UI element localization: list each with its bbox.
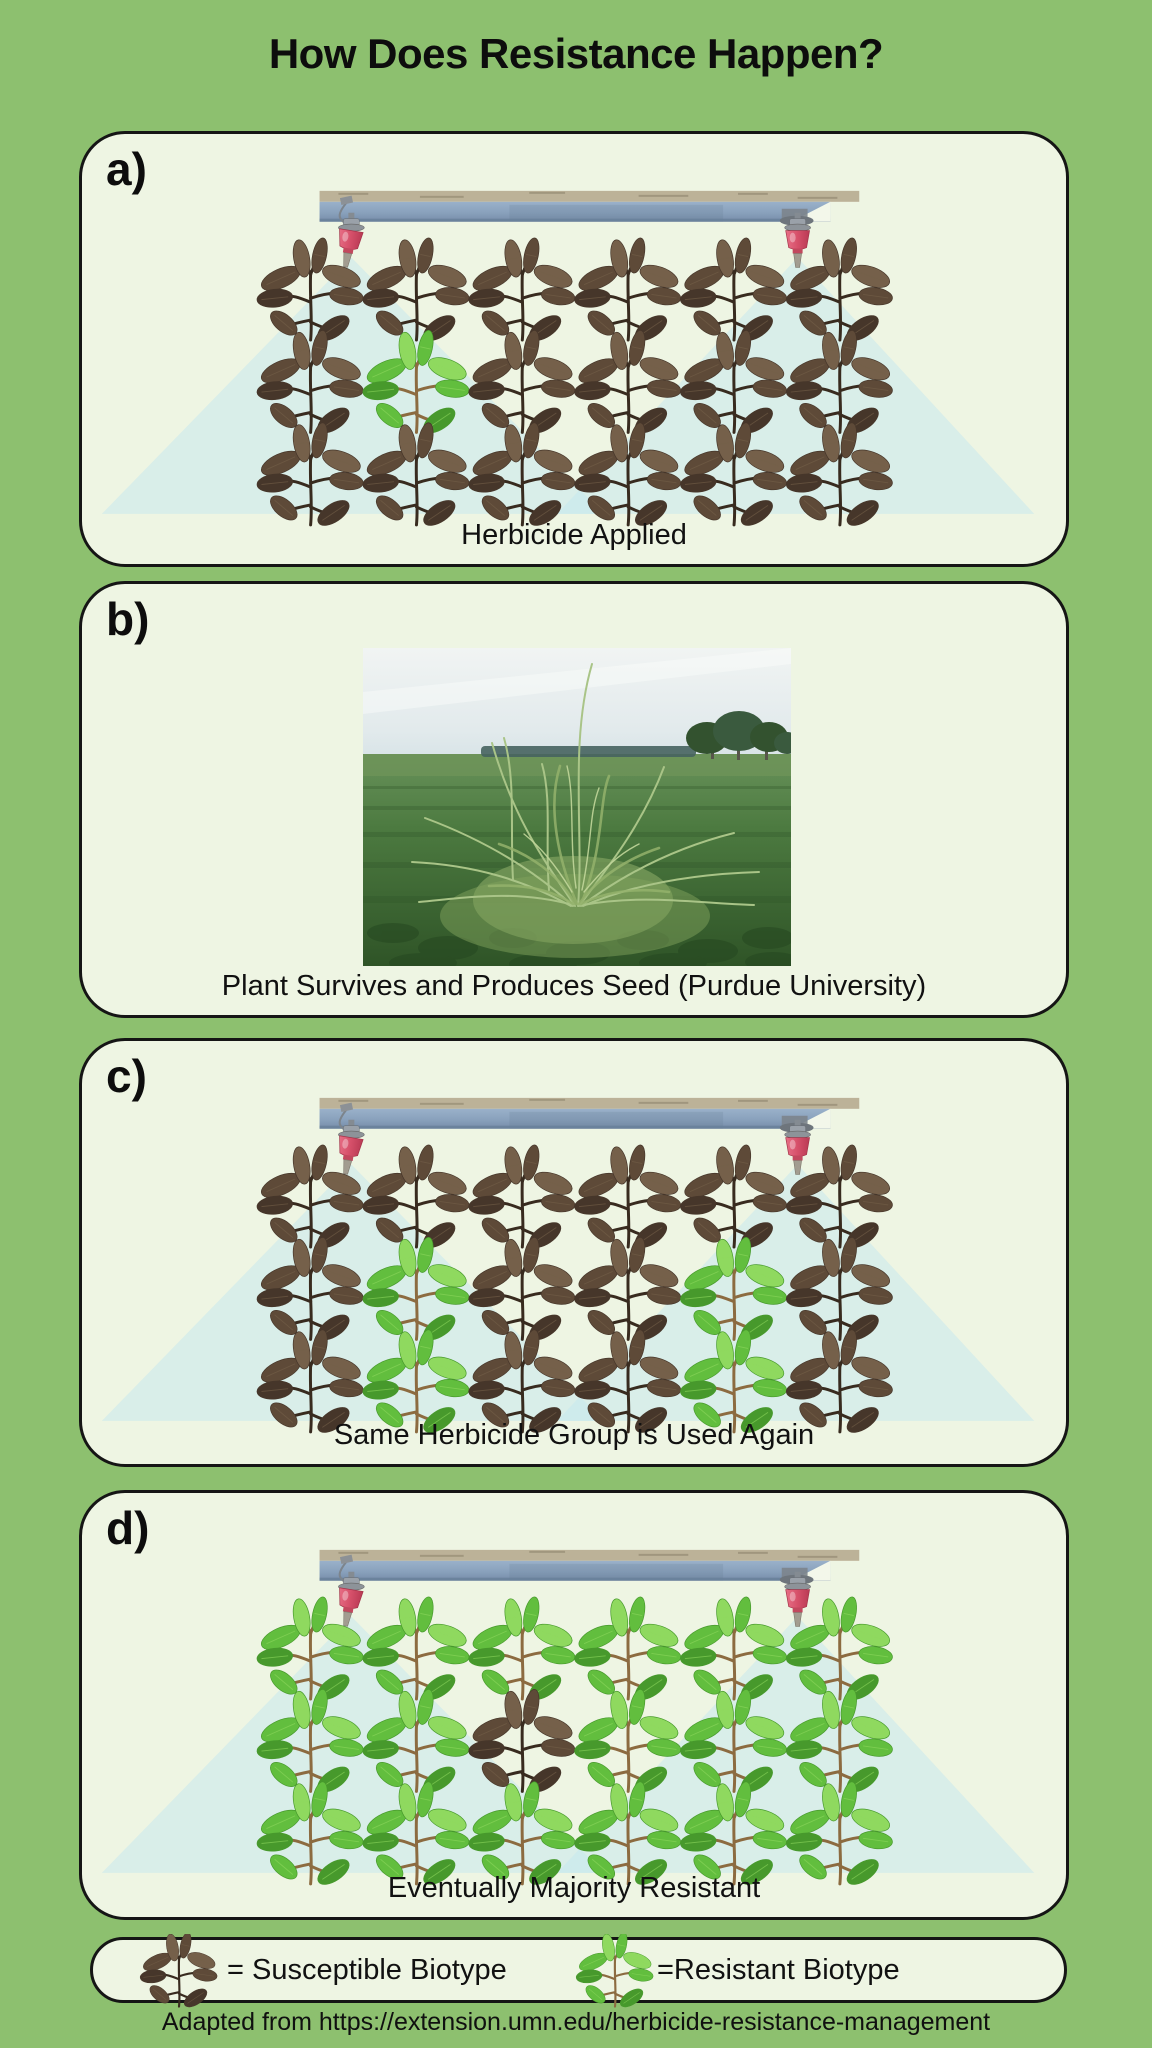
spray-boom [319, 190, 860, 226]
panel-a: a) [79, 131, 1069, 567]
susceptible-plant-icon [680, 330, 787, 434]
spray-boom [319, 1097, 860, 1133]
panel-c-spray-scene [101, 1097, 1035, 1434]
resistant-plant-icon [574, 1781, 682, 1886]
resistant-plant-icon [468, 1596, 576, 1701]
resistant-plant-icon [362, 330, 470, 434]
panel-a-caption: Herbicide Applied [461, 519, 687, 551]
susceptible-plant-icon [785, 422, 893, 527]
resistant-plant-icon [575, 1934, 654, 2008]
susceptible-plant-icon [256, 237, 364, 342]
susceptible-plant-icon [468, 330, 576, 434]
legend-label-susceptible: = Susceptible Biotype [227, 1954, 507, 1986]
resistant-plant-icon [468, 1781, 576, 1886]
susceptible-plant-icon [785, 330, 893, 434]
panel-a-spray-scene [101, 190, 1035, 527]
resistant-plant-icon [680, 1689, 787, 1793]
resistant-plant-icon [362, 1596, 470, 1701]
susceptible-plant-icon [468, 1329, 576, 1434]
susceptible-plant-icon [256, 1329, 364, 1434]
panel-b-caption: Plant Survives and Produces Seed (Purdue… [221, 970, 927, 1002]
susceptible-plant-icon [362, 422, 470, 527]
resistant-plant-icon [362, 1237, 470, 1341]
susceptible-plant-icon [468, 1237, 576, 1341]
resistant-plant-icon [362, 1781, 470, 1886]
susceptible-plant-icon [362, 237, 470, 342]
spray-boom [319, 1549, 860, 1585]
susceptible-plant-icon [680, 237, 787, 342]
susceptible-plant-icon [785, 1144, 893, 1249]
spray-nozzle-icon [784, 1119, 811, 1175]
photo-tree-clump [686, 711, 791, 760]
photo-treeline [481, 746, 696, 757]
panel-d-spray-scene [101, 1549, 1035, 1886]
susceptible-plant-icon [468, 1689, 576, 1793]
legend: = Susceptible Biotype =Resistant Biotype [90, 1934, 1067, 2008]
susceptible-plant-icon [256, 422, 364, 527]
resistant-plant-icon [574, 1689, 682, 1793]
susceptible-plant-icon [785, 1329, 893, 1434]
resistant-plant-icon [785, 1781, 893, 1886]
susceptible-plant-icon [139, 1934, 218, 2008]
spray-nozzle-icon [338, 1119, 365, 1175]
spray-nozzle-icon [338, 212, 365, 268]
resistant-plant-icon [362, 1329, 470, 1434]
susceptible-plant-icon [680, 422, 787, 527]
spray-nozzle-icon [784, 1571, 811, 1627]
susceptible-plant-icon [574, 422, 682, 527]
panel-b: b) [79, 581, 1069, 1018]
panel-d-caption: Eventually Majority Resistant [387, 1872, 761, 1904]
susceptible-plant-icon [139, 1934, 218, 2008]
susceptible-plant-icon [574, 1144, 682, 1249]
resistant-plant-icon [575, 1934, 654, 2008]
panel-d: d) [79, 1490, 1069, 1920]
spray-nozzle-icon [784, 212, 811, 268]
resistant-plant-icon [574, 1596, 682, 1701]
panel-c-caption: Same Herbicide Group is Used Again [333, 1419, 815, 1451]
resistant-plant-icon [785, 1596, 893, 1701]
photo-weed [411, 663, 760, 958]
susceptible-plant-icon [468, 237, 576, 342]
panel-c: c) [79, 1038, 1069, 1467]
photo-sky-streak [363, 648, 791, 714]
susceptible-plant-icon [680, 1144, 787, 1249]
susceptible-plant-icon [468, 1144, 576, 1249]
susceptible-plant-icon [574, 1237, 682, 1341]
resistant-plant-icon [680, 1781, 787, 1886]
spray-nozzle-icon [338, 1571, 365, 1627]
panel-a-label: a) [106, 143, 147, 195]
resistant-plant-icon [362, 1689, 470, 1793]
susceptible-plant-icon [574, 1329, 682, 1434]
panel-b-label: b) [106, 593, 150, 645]
field-photo [363, 648, 791, 966]
resistant-plant-icon [680, 1329, 787, 1434]
panel-d-label: d) [106, 1502, 150, 1554]
susceptible-plant-icon [468, 422, 576, 527]
resistant-plant-icon [256, 1781, 364, 1886]
legend-label-resistant: =Resistant Biotype [657, 1954, 900, 1986]
source-attribution: Adapted from https://extension.umn.edu/h… [161, 2008, 991, 2036]
susceptible-plant-icon [574, 237, 682, 342]
resistant-plant-icon [680, 1596, 787, 1701]
resistant-plant-icon [256, 1596, 364, 1701]
susceptible-plant-icon [362, 1144, 470, 1249]
resistant-plant-icon [785, 1689, 893, 1793]
panel-c-label: c) [106, 1050, 147, 1102]
page-title: How Does Resistance Happen? [268, 30, 884, 77]
